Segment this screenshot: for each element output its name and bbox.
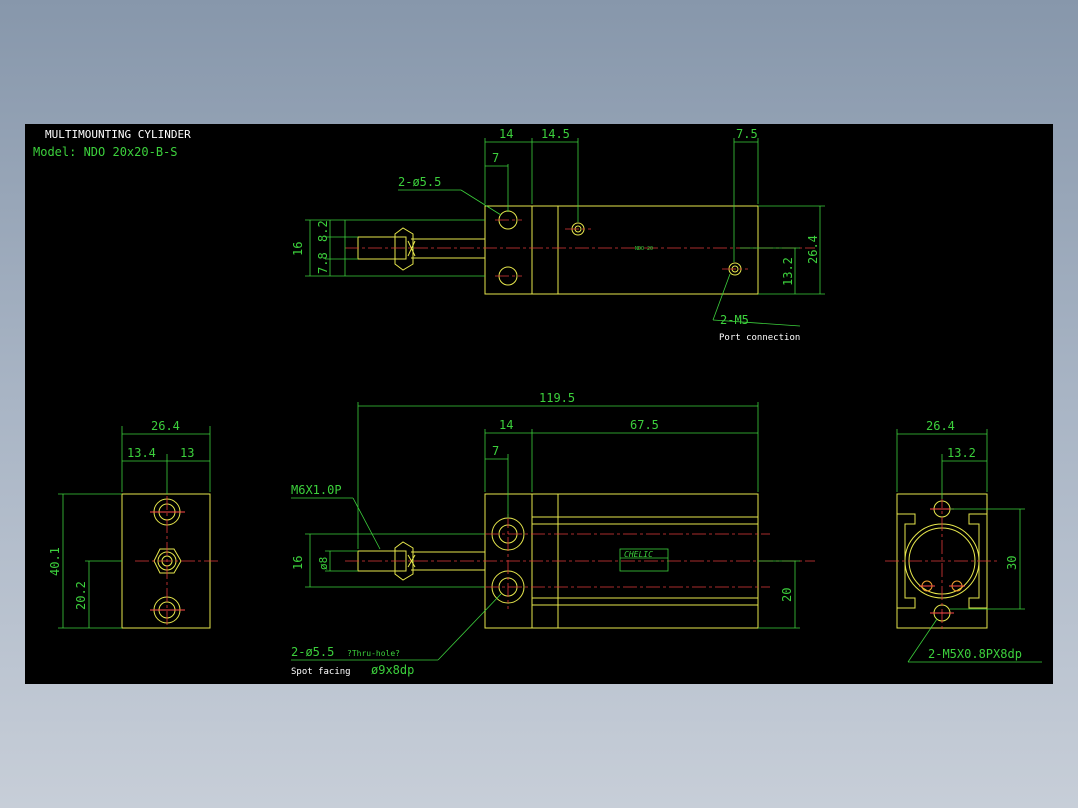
- top-dim-14: 14: [499, 127, 513, 141]
- front-spot-label: Spot facing: [291, 667, 351, 677]
- top-port-sublabel: Port connection: [719, 333, 800, 343]
- front-thread-label: M6X1.0P: [291, 483, 342, 497]
- front-dim-67-5: 67.5: [630, 418, 659, 432]
- left-end-view: 26.4 13.4 13 40.1 20.2: [48, 419, 220, 629]
- top-dim-16: 16: [291, 242, 305, 256]
- top-dim-13-2: 13.2: [781, 257, 795, 286]
- front-dim-7: 7: [492, 444, 499, 458]
- left-dim-13-4: 13.4: [127, 446, 156, 460]
- top-body: [531, 205, 759, 295]
- top-end-cap: [484, 205, 559, 295]
- right-dim-26-4: 26.4: [926, 419, 955, 433]
- top-dim-7: 7: [492, 151, 499, 165]
- top-dim-14-5: 14.5: [541, 127, 570, 141]
- left-dim-20-2: 20.2: [74, 581, 88, 610]
- top-dim-7-8: 7.8: [316, 252, 330, 274]
- cad-drawing-canvas: MULTIMOUNTING CYLINDER Model: NDO 20x20-…: [25, 124, 1053, 684]
- right-end-view: 26.4 13.2 30 2-M5X0.8PX8dp: [885, 419, 1042, 663]
- left-dim-26-4: 26.4: [151, 419, 180, 433]
- front-dim-119-5: 119.5: [539, 391, 575, 405]
- front-spot-value: ø9x8dp: [371, 663, 414, 677]
- front-hole-label: 2-ø5.5: [291, 645, 334, 659]
- model-label: Model: NDO 20x20-B-S: [33, 145, 178, 159]
- right-dim-13-2: 13.2: [947, 446, 976, 460]
- front-dim-14: 14: [499, 418, 513, 432]
- front-dim-o8: ø8: [317, 557, 330, 570]
- top-body-text: NDO 20: [635, 246, 653, 252]
- brand-text: CHELIC: [624, 550, 653, 559]
- right-thread-label: 2-M5X0.8PX8dp: [928, 647, 1022, 661]
- front-view: CHELIC 119.5 14 67.5 7 M6X1.0P 16 ø8 20: [291, 391, 815, 677]
- front-rod-nut: [394, 541, 414, 581]
- front-dim-16: 16: [291, 556, 305, 570]
- drawing-title: MULTIMOUNTING CYLINDER: [45, 128, 191, 141]
- top-dim-7-5: 7.5: [736, 127, 758, 141]
- left-dim-40-1: 40.1: [48, 547, 62, 576]
- top-hole-label: 2-ø5.5: [398, 175, 441, 189]
- cad-drawing: MULTIMOUNTING CYLINDER Model: NDO 20x20-…: [33, 127, 1042, 677]
- left-dim-13: 13: [180, 446, 194, 460]
- front-dim-20: 20: [780, 588, 794, 602]
- top-view: NDO 20 14 14.5 7.5 7 2-ø5.5 16 8.2 7.8: [291, 127, 825, 343]
- top-dim-8-2: 8.2: [316, 220, 330, 242]
- front-hole-note: ?Thru-hole?: [347, 649, 400, 658]
- top-dim-26-4: 26.4: [806, 235, 820, 264]
- right-dim-30: 30: [1005, 556, 1019, 570]
- brand-plate: [619, 548, 669, 572]
- top-rod-nut: [394, 227, 414, 271]
- top-port-label: 2-M5: [720, 313, 749, 327]
